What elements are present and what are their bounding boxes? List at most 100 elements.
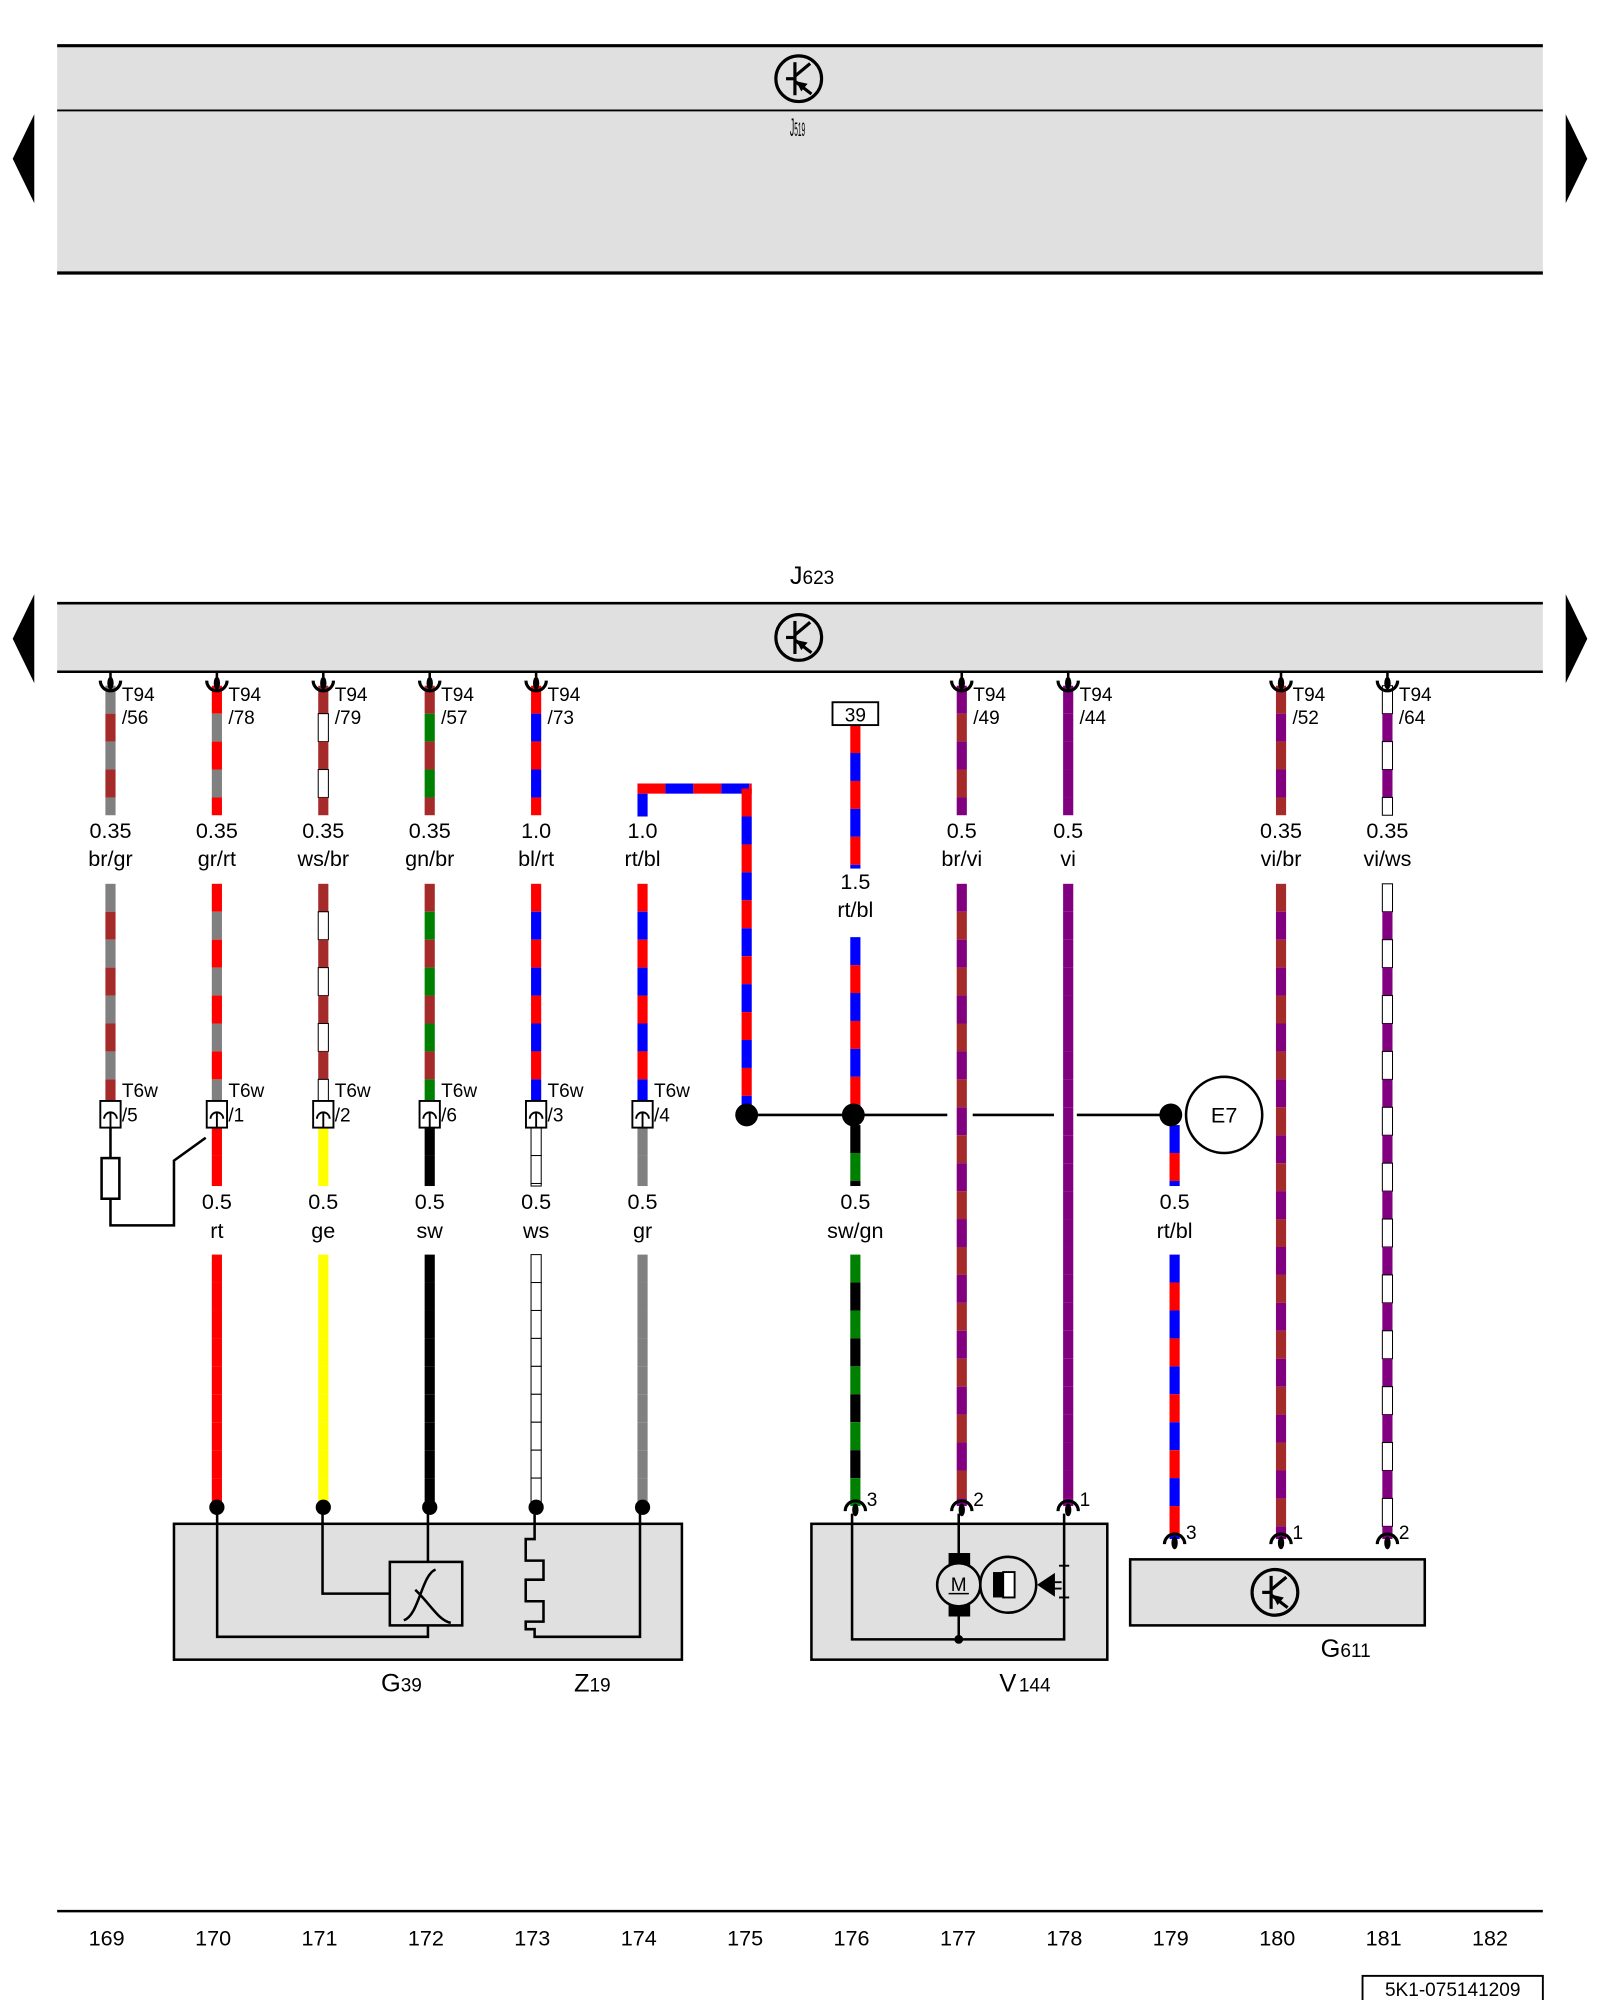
wire-173-upper[interactable] <box>531 685 542 816</box>
wire-size-label: 0.5 <box>1053 818 1083 843</box>
connector-t6w[interactable] <box>99 1100 122 1129</box>
wire-174-lower-a[interactable] <box>637 1127 648 1187</box>
module-j623[interactable] <box>57 601 1543 674</box>
wire-181-upper-mid[interactable] <box>1381 883 1394 1540</box>
connector-pin-number: /2 <box>335 1105 351 1126</box>
wire-176-lower-b[interactable] <box>850 1254 861 1507</box>
wire-173-lower-a[interactable] <box>530 1127 542 1187</box>
pin-number: 1 <box>1080 1490 1091 1511</box>
svg-text:5K1-075141209: 5K1-075141209 <box>1385 1980 1520 2000</box>
component-g39-z19[interactable]: G39 Z19 <box>172 1507 684 1697</box>
wire-172-lower-b[interactable] <box>424 1254 435 1508</box>
connector-t6w[interactable] <box>525 1100 548 1129</box>
column-number: 181 <box>1366 1925 1402 1950</box>
pin-label: T94 <box>122 685 155 706</box>
wire-170-lower-b[interactable] <box>211 1254 222 1508</box>
wire-169-upper-mid[interactable] <box>105 883 116 1103</box>
wire-179-lower-a[interactable] <box>1169 1125 1180 1187</box>
wire-177-upper-mid[interactable] <box>956 883 967 1507</box>
wire-180-upper[interactable] <box>1275 685 1287 816</box>
wire-170-upper-mid[interactable] <box>211 883 222 1103</box>
column-number: 182 <box>1472 1925 1508 1950</box>
page-prev-arrow-main[interactable] <box>12 594 35 684</box>
temperature-sensor-icon <box>388 1560 464 1627</box>
wire-171-lower-a[interactable] <box>318 1127 329 1187</box>
wire-170-lower-a[interactable] <box>211 1127 222 1187</box>
pin-label: T94 <box>973 685 1006 706</box>
connector-t6w[interactable] <box>418 1100 441 1129</box>
doc-ref-box: 5K1-075141209 <box>1361 1974 1544 2000</box>
wire-180-upper-mid[interactable] <box>1275 883 1287 1540</box>
wire-172-upper-mid[interactable] <box>424 883 435 1103</box>
svg-text:E7: E7 <box>1211 1103 1237 1128</box>
connector-pin-number: /1 <box>228 1105 244 1126</box>
connector-pin-number: /4 <box>654 1105 670 1126</box>
connector-t6w[interactable] <box>312 1100 335 1129</box>
wire-174-lower-b[interactable] <box>637 1254 648 1508</box>
wire-171-upper-mid[interactable] <box>317 883 329 1103</box>
connector-pin-icon <box>98 670 123 693</box>
wire-176-upper-mid[interactable] <box>850 937 861 1115</box>
wire-color-label: gn/br <box>405 846 454 871</box>
wire-size-label: 0.35 <box>89 818 131 843</box>
ground-point-e7[interactable]: E7 <box>1184 1075 1264 1155</box>
wire-176-lower-a[interactable] <box>850 1125 861 1187</box>
module-label-j519: J519 <box>790 114 805 142</box>
page-prev-arrow-top[interactable] <box>12 114 35 204</box>
page-next-arrow-top[interactable] <box>1565 114 1588 204</box>
heater-element-icon <box>524 1507 642 1639</box>
wire-174-upper[interactable] <box>637 793 648 817</box>
wire-color-label: gr <box>633 1218 652 1243</box>
wire-178-upper[interactable] <box>1063 685 1074 816</box>
wire-176-upper[interactable] <box>850 725 861 869</box>
wire-178-upper-mid[interactable] <box>1063 883 1074 1507</box>
module-j519[interactable]: J519 <box>57 44 1543 275</box>
wire-170-upper[interactable] <box>211 685 222 816</box>
wire-size-label: 0.5 <box>202 1189 232 1214</box>
connector-pin-icon <box>417 670 442 693</box>
wire-color-label: sw <box>417 1218 444 1243</box>
connector-pin-icon: 1 <box>1056 1490 1091 1517</box>
wire-color-label: bl/rt <box>518 846 554 871</box>
wire-size-label: 1.0 <box>521 818 551 843</box>
wire-171-upper[interactable] <box>317 685 329 816</box>
connector-pin-icon: 2 <box>1375 1523 1409 1550</box>
wire-size-label: 0.35 <box>302 818 344 843</box>
connector-t6w[interactable] <box>631 1100 654 1129</box>
connector-t6w[interactable] <box>205 1100 229 1129</box>
wire-size-label: 0.5 <box>415 1189 445 1214</box>
wire-color-label: br/vi <box>941 846 982 871</box>
wire-size-label: 0.5 <box>521 1189 551 1214</box>
wire-174-upper-bridge[interactable] <box>637 783 752 794</box>
column-number: 177 <box>940 1925 976 1950</box>
pin-number: 2 <box>973 1490 984 1511</box>
wire-179-lower-b[interactable] <box>1169 1254 1180 1540</box>
pin-label: T94 <box>1292 685 1325 706</box>
wire-173-upper-mid[interactable] <box>531 883 542 1103</box>
pin-label: T94 <box>335 685 368 706</box>
wire-174-upper-mid[interactable] <box>637 883 648 1103</box>
connector-pin-icon: 1 <box>1269 1523 1303 1550</box>
wire-color-label: ws <box>522 1218 550 1243</box>
wire-177-upper[interactable] <box>956 685 967 816</box>
wire-172-lower-a[interactable] <box>424 1127 435 1187</box>
wire-171-lower-b[interactable] <box>318 1254 329 1508</box>
wire-174-upper-drop[interactable] <box>741 788 752 1115</box>
component-label-g39: G39 <box>381 1669 422 1697</box>
component-g611[interactable]: G611 <box>1128 1558 1427 1663</box>
wire-size-label: 0.35 <box>1260 818 1302 843</box>
wire-169-upper[interactable] <box>105 685 116 816</box>
page-next-arrow-main[interactable] <box>1565 594 1588 684</box>
wire-173-lower-b[interactable] <box>530 1254 542 1508</box>
position-sensor-icon <box>979 1555 1070 1614</box>
wire-172-upper[interactable] <box>424 685 435 816</box>
wire-color-label: rt/bl <box>837 897 873 922</box>
connector-pin-icon <box>311 670 336 693</box>
wire-181-upper[interactable] <box>1381 685 1394 816</box>
wire-color-label: rt <box>210 1218 223 1243</box>
junction-dot <box>735 1103 759 1127</box>
wire-size-label: 1.0 <box>628 818 658 843</box>
